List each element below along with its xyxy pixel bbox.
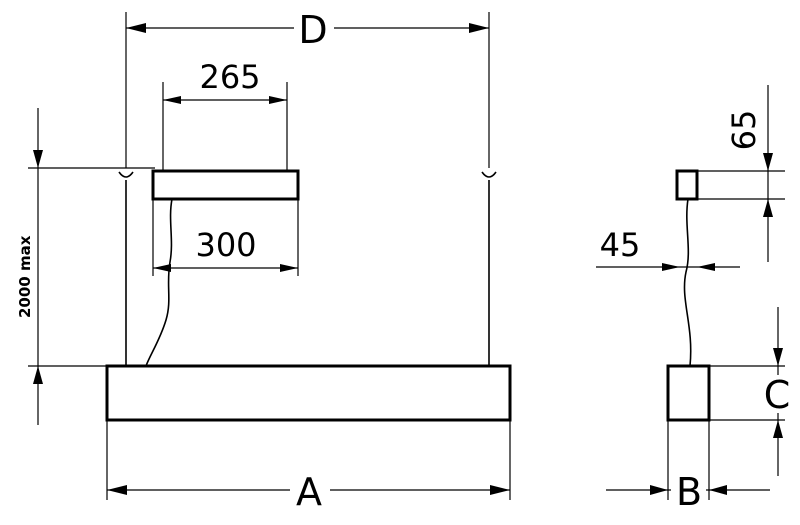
- dimension-a-label: A: [296, 470, 322, 514]
- dimension-d-label: D: [298, 8, 327, 52]
- dimension-65-label: 65: [725, 110, 763, 151]
- dimension-265: 265: [162, 58, 288, 170]
- power-cable-front: [145, 198, 173, 367]
- dimension-300-label: 300: [195, 226, 256, 264]
- dimension-c-label: C: [764, 373, 791, 417]
- dimension-d: D: [125, 8, 490, 168]
- dimension-300: 300: [152, 199, 299, 276]
- dimension-a: A: [106, 420, 511, 514]
- luminaire-body-front: [105, 364, 512, 422]
- right-ceiling-anchor: [481, 171, 497, 178]
- dimension-b-label: B: [676, 470, 702, 514]
- driver-box-front: [151, 169, 300, 201]
- dimension-45-label: 45: [600, 226, 641, 264]
- dimension-2000-max: 2000 max: [16, 108, 108, 425]
- dimension-2000-max-label: 2000 max: [16, 235, 34, 318]
- power-cable-side: [683, 198, 692, 367]
- dimension-b: B: [606, 420, 770, 514]
- dimension-265-label: 265: [199, 58, 260, 96]
- driver-box-side: [675, 169, 699, 201]
- dimension-65: 65: [697, 85, 785, 262]
- left-ceiling-anchor: [118, 171, 134, 178]
- dimension-45: 45: [596, 226, 740, 271]
- luminaire-body-side: [666, 364, 711, 422]
- dimension-c: C: [709, 307, 792, 476]
